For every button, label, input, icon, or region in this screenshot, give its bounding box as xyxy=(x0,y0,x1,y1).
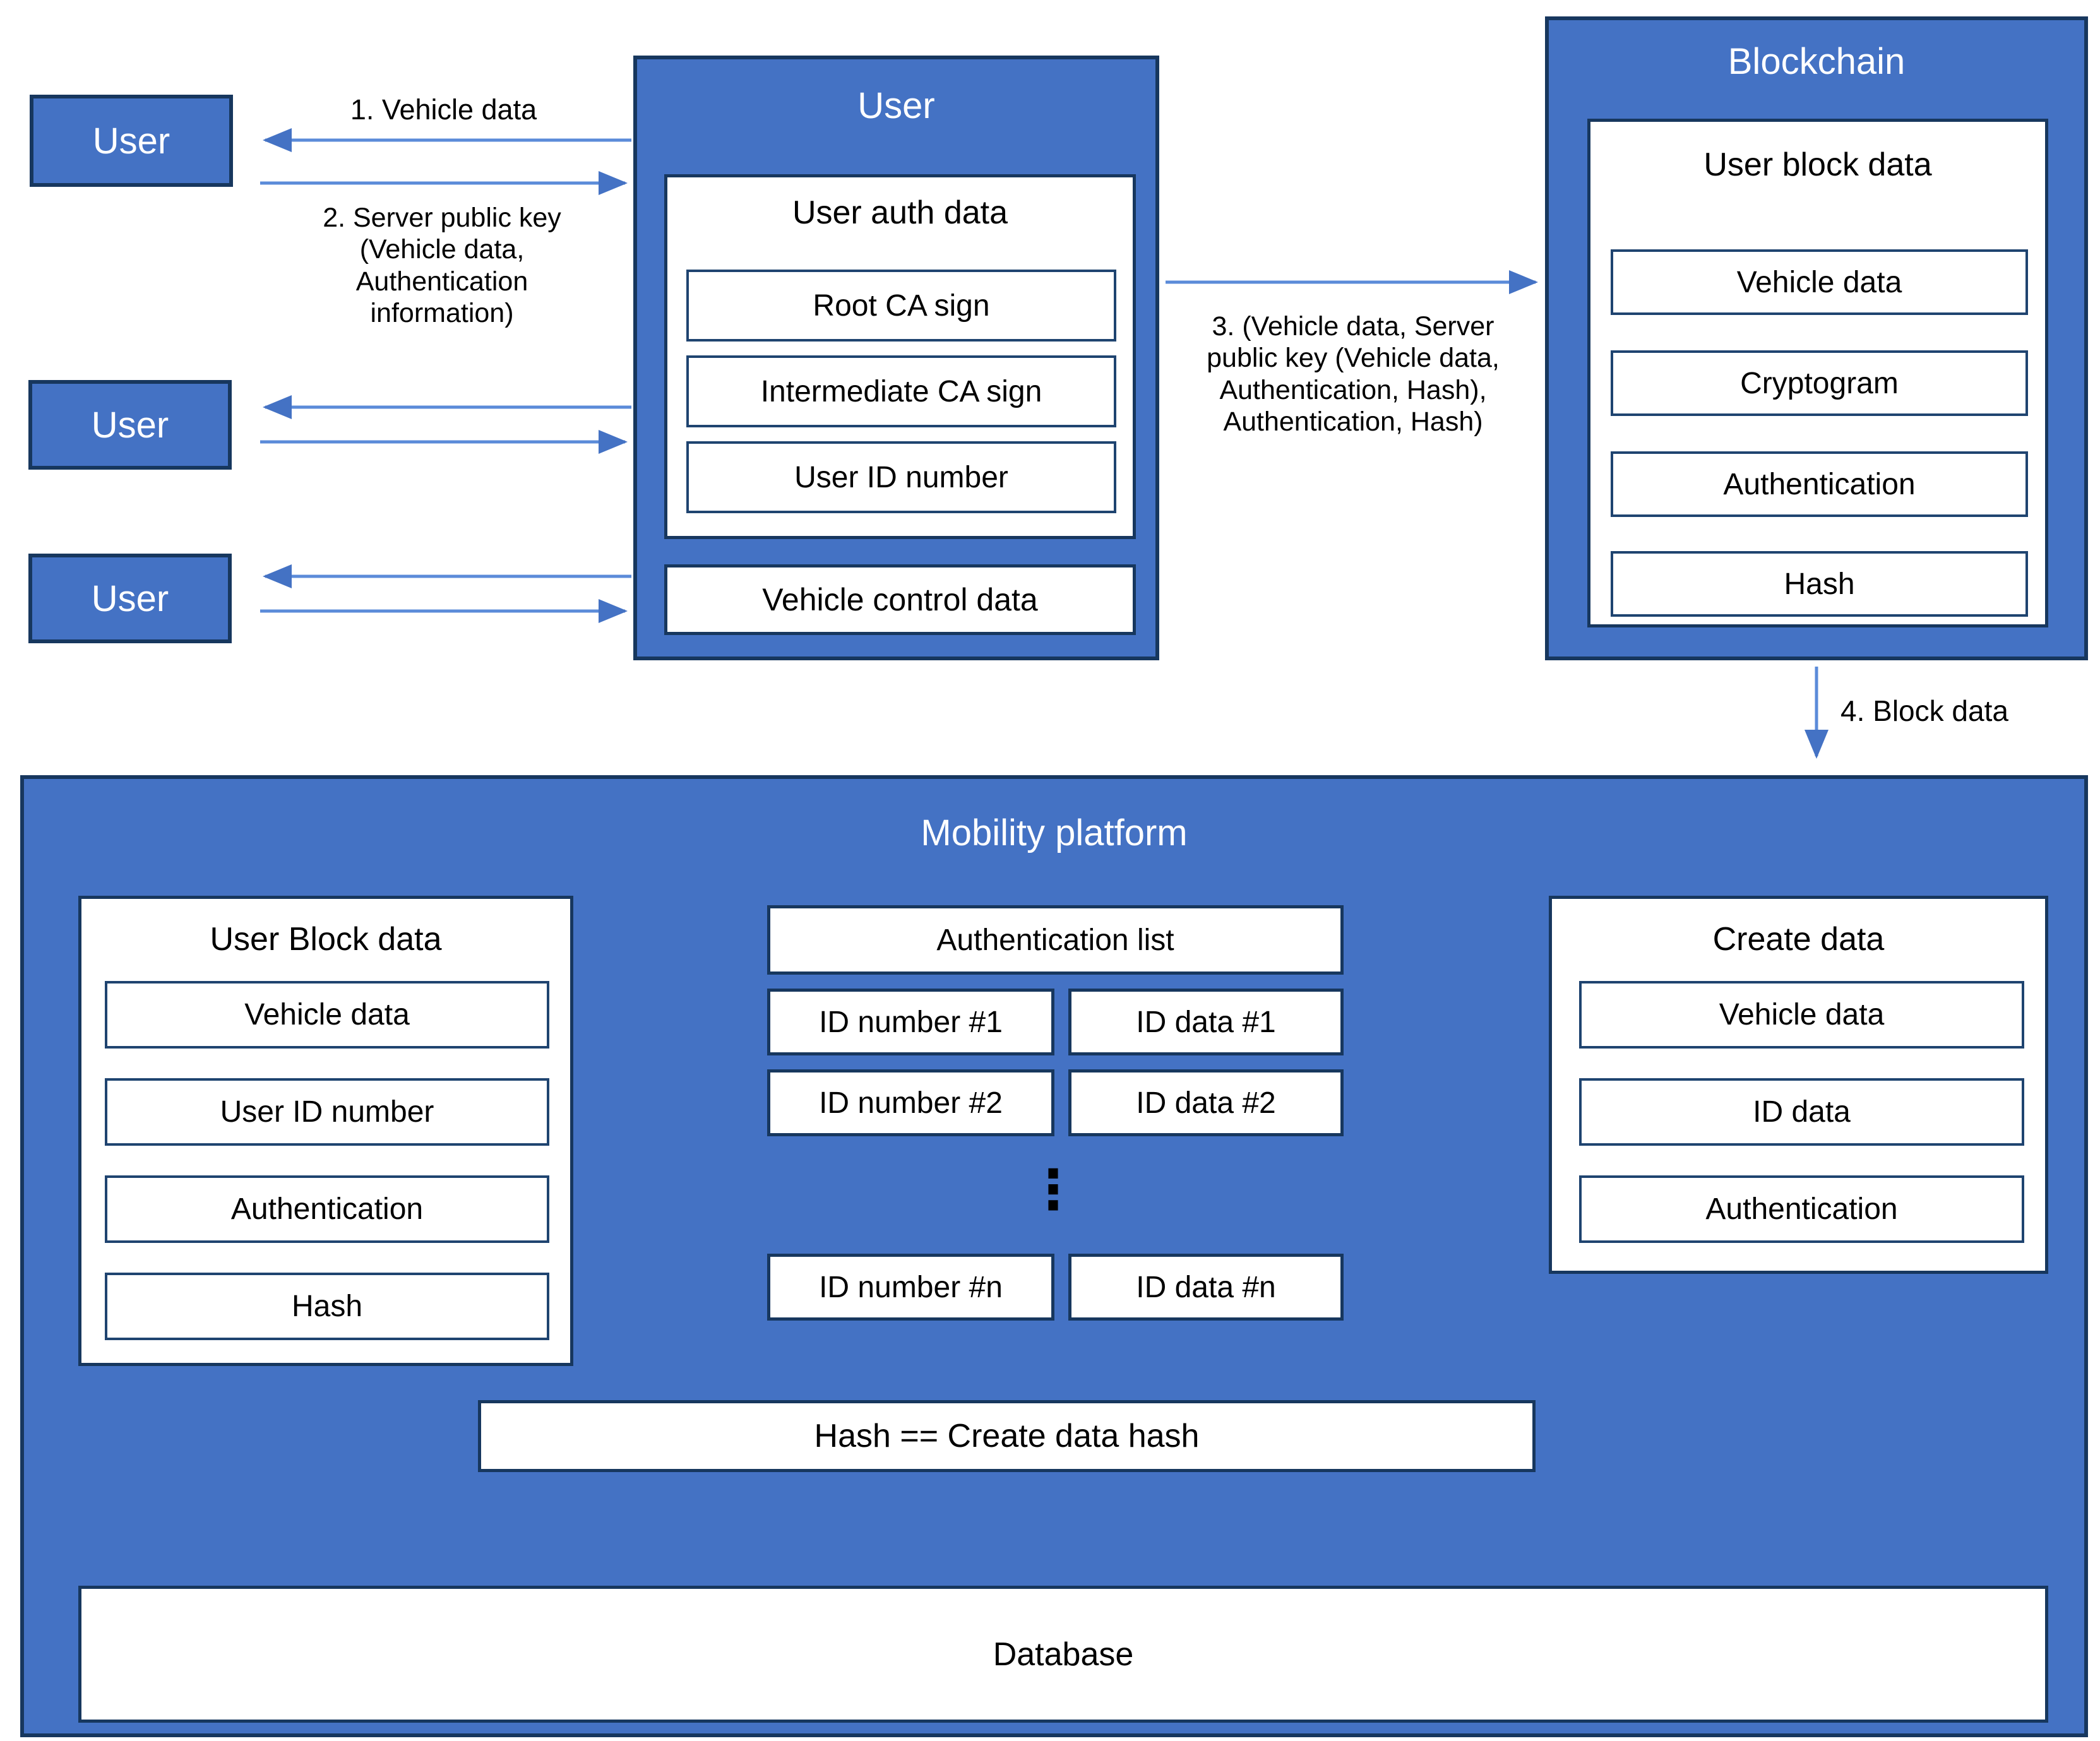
bc-hash-box: Hash xyxy=(1611,551,2028,617)
blockchain-title: Blockchain xyxy=(1727,41,1906,82)
flow-label-2-line4: information) xyxy=(370,297,514,328)
cd-id-data-box: ID data xyxy=(1579,1078,2024,1146)
id-number-2-label: ID number #2 xyxy=(819,1086,1003,1120)
id-number-n-cell: ID number #n xyxy=(767,1254,1054,1321)
flow-label-3: 3. (Vehicle data, Server public key (Veh… xyxy=(1168,311,1538,437)
mp-user-block-data-title: User Block data xyxy=(210,921,442,958)
flow-label-2-line2: (Vehicle data, xyxy=(359,234,525,265)
flow-label-4: 4. Block data xyxy=(1840,694,2008,727)
create-data-panel: Create data Vehicle data ID data Authent… xyxy=(1549,896,2048,1274)
mp-user-id-number-box: User ID number xyxy=(105,1078,549,1146)
user-server-box: User User auth data Root CA sign Interme… xyxy=(633,56,1159,660)
mp-vehicle-data-box: Vehicle data xyxy=(105,981,549,1049)
auth-list-ellipsis: ⋮ xyxy=(1026,1160,1080,1220)
hash-check-box: Hash == Create data hash xyxy=(478,1400,1536,1472)
user-auth-data-panel: User auth data Root CA sign Intermediate… xyxy=(664,174,1136,539)
user-auth-data-title: User auth data xyxy=(792,194,1008,231)
cd-vehicle-data-label: Vehicle data xyxy=(1719,998,1885,1031)
cd-vehicle-data-box: Vehicle data xyxy=(1579,981,2024,1049)
database-label: Database xyxy=(993,1636,1134,1673)
user-id-number-box: User ID number xyxy=(686,441,1116,513)
create-data-title: Create data xyxy=(1712,921,1885,958)
flow-label-2-line1: 2. Server public key xyxy=(323,203,561,233)
flow-label-3-line2: public key (Vehicle data, xyxy=(1207,343,1500,374)
bc-vehicle-data-box: Vehicle data xyxy=(1611,249,2028,315)
mp-user-block-data-panel: User Block data Vehicle data User ID num… xyxy=(78,896,573,1366)
id-number-1-cell: ID number #1 xyxy=(767,989,1054,1055)
user-id-number-label: User ID number xyxy=(794,460,1008,494)
bc-cryptogram-label: Cryptogram xyxy=(1740,366,1899,400)
vehicle-control-data-label: Vehicle control data xyxy=(762,582,1038,617)
user-box-3: User xyxy=(28,554,232,643)
id-number-n-label: ID number #n xyxy=(819,1270,1003,1304)
flow-label-2-line3: Authentication xyxy=(355,266,528,297)
id-number-1-label: ID number #1 xyxy=(819,1005,1003,1039)
root-ca-sign-box: Root CA sign xyxy=(686,270,1116,342)
user-block-data-title-bc: User block data xyxy=(1703,146,1932,183)
bc-vehicle-data-label: Vehicle data xyxy=(1736,265,1902,299)
mp-authentication-label: Authentication xyxy=(230,1192,424,1226)
flow-label-2: 2. Server public key (Vehicle data, Auth… xyxy=(265,202,619,329)
user-box-3-label: User xyxy=(91,578,169,619)
hash-check-label: Hash == Create data hash xyxy=(814,1418,1200,1454)
user-box-1-label: User xyxy=(92,120,170,162)
user-block-data-panel-bc: User block data Vehicle data Cryptogram … xyxy=(1587,119,2048,627)
mp-user-id-number-label: User ID number xyxy=(220,1095,434,1129)
flow-label-3-line4: Authentication, Hash) xyxy=(1223,406,1483,437)
mp-hash-box: Hash xyxy=(105,1273,549,1340)
user-box-2: User xyxy=(28,380,232,470)
id-data-1-cell: ID data #1 xyxy=(1068,989,1344,1055)
intermediate-ca-sign-box: Intermediate CA sign xyxy=(686,355,1116,427)
authentication-list-header-label: Authentication list xyxy=(936,923,1174,957)
mp-vehicle-data-label: Vehicle data xyxy=(244,998,410,1031)
user-box-2-label: User xyxy=(91,404,169,446)
user-box-1: User xyxy=(30,95,233,187)
cd-id-data-label: ID data xyxy=(1753,1095,1851,1129)
database-box: Database xyxy=(78,1586,2048,1723)
flow-label-1: 1. Vehicle data xyxy=(350,93,537,126)
authentication-list-header: Authentication list xyxy=(767,905,1344,975)
bc-authentication-box: Authentication xyxy=(1611,451,2028,517)
cd-authentication-box: Authentication xyxy=(1579,1175,2024,1243)
mobility-platform-box: Mobility platform User Block data Vehicl… xyxy=(20,775,2088,1737)
flow-label-3-line1: 3. (Vehicle data, Server xyxy=(1212,311,1494,342)
id-data-2-label: ID data #2 xyxy=(1136,1086,1276,1120)
cd-authentication-label: Authentication xyxy=(1705,1192,1898,1226)
id-data-n-label: ID data #n xyxy=(1136,1270,1276,1304)
id-data-n-cell: ID data #n xyxy=(1068,1254,1344,1321)
root-ca-sign-label: Root CA sign xyxy=(813,288,990,323)
id-data-2-cell: ID data #2 xyxy=(1068,1069,1344,1136)
bc-authentication-label: Authentication xyxy=(1723,467,1916,501)
mobility-platform-title: Mobility platform xyxy=(921,812,1188,853)
flow-label-3-line3: Authentication, Hash), xyxy=(1219,374,1487,405)
id-number-2-cell: ID number #2 xyxy=(767,1069,1054,1136)
vehicle-control-data-box: Vehicle control data xyxy=(664,564,1136,635)
id-data-1-label: ID data #1 xyxy=(1136,1005,1276,1039)
blockchain-box: Blockchain User block data Vehicle data … xyxy=(1545,16,2088,660)
bc-hash-label: Hash xyxy=(1784,567,1855,601)
user-server-title: User xyxy=(857,85,935,126)
mp-authentication-box: Authentication xyxy=(105,1175,549,1243)
intermediate-ca-sign-label: Intermediate CA sign xyxy=(760,374,1042,408)
mp-hash-label: Hash xyxy=(291,1290,363,1323)
bc-cryptogram-box: Cryptogram xyxy=(1611,350,2028,416)
